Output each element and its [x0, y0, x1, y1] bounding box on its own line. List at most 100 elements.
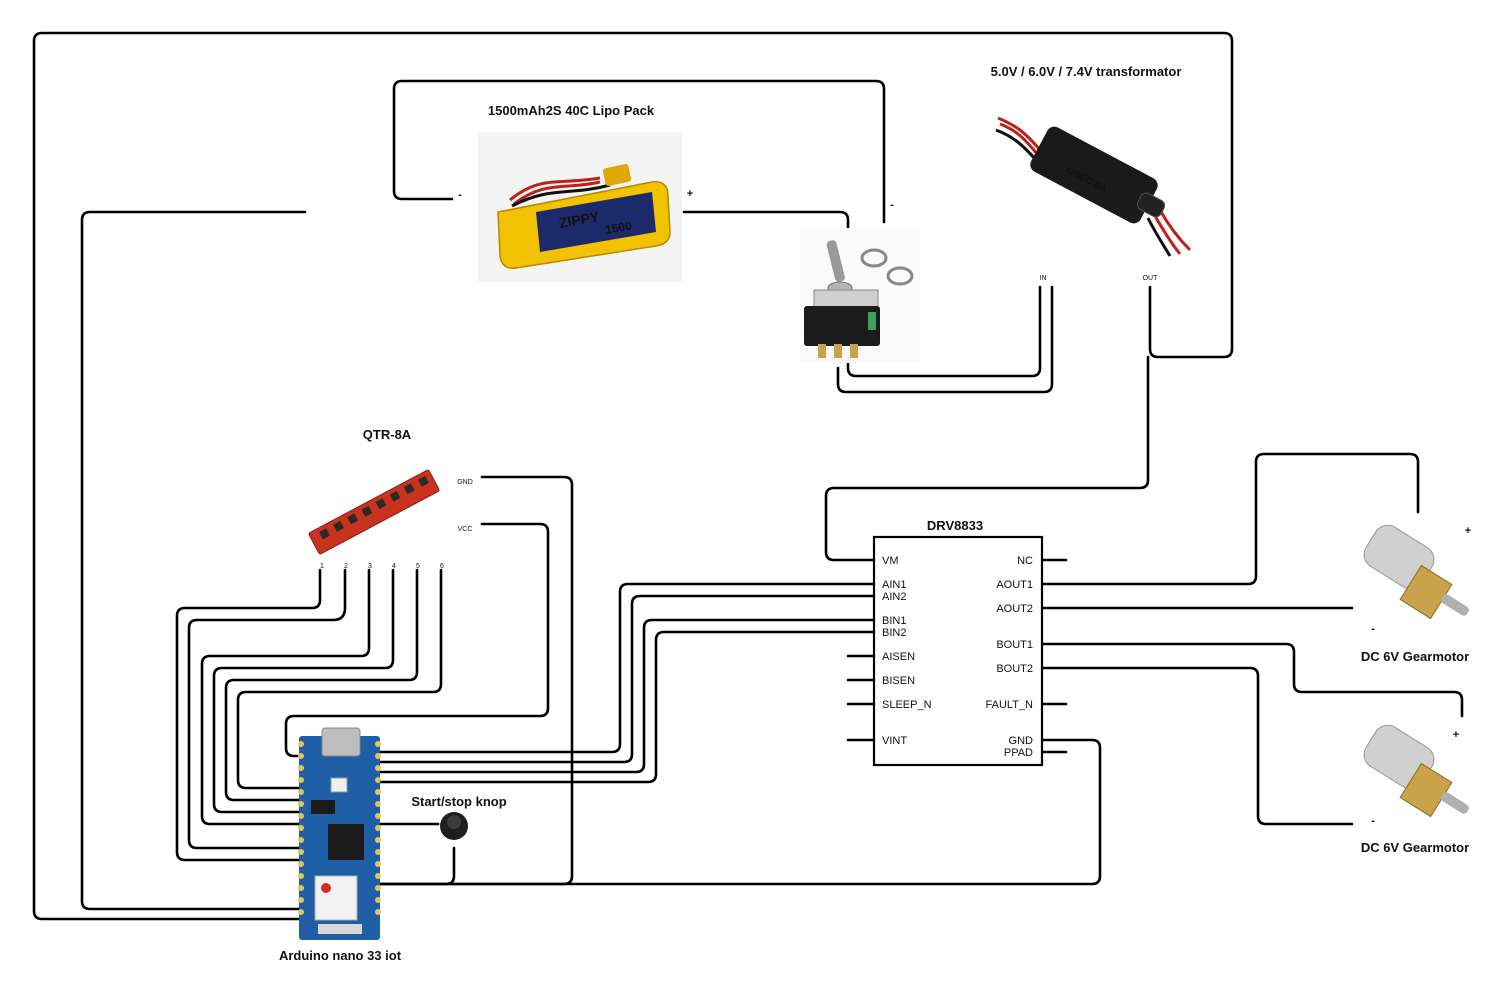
driver-pin-label: BIN2 — [882, 627, 906, 639]
motor2-plus-label: + — [1453, 729, 1459, 741]
gearmotor-1-image — [1363, 524, 1469, 620]
sensor-title: QTR-8A — [363, 427, 412, 442]
transformer-image: UBEC 6A — [995, 116, 1192, 257]
motor2-gearbox — [1399, 762, 1453, 818]
driver-pin-label: AIN2 — [882, 591, 906, 603]
motor1-gearbox — [1399, 564, 1453, 620]
driver-pin-label: BIN1 — [882, 615, 906, 627]
button-title: Start/stop knop — [411, 794, 506, 809]
wire-battery-minus-to-arduino — [80, 210, 307, 911]
wire-sensor-4 — [212, 568, 395, 814]
motor1-plus-label: + — [1465, 525, 1471, 537]
wire-bout2 — [1040, 666, 1354, 826]
ublox-logo — [321, 883, 331, 893]
battery-black-lead — [511, 183, 611, 208]
switch-nut-2 — [886, 266, 914, 286]
switch-terminal-3 — [850, 344, 858, 358]
switch-terminal-2 — [834, 344, 842, 358]
arduino-wifi-module — [314, 875, 358, 921]
driver-left-pins: VM AIN1 AIN2 BIN1 BIN2 AISEN BISEN SLEEP… — [882, 555, 932, 747]
wire-switch-to-in-2 — [836, 285, 1054, 394]
wire-switch-to-in-1 — [846, 285, 1042, 378]
driver-pin-label: AOUT2 — [996, 603, 1033, 615]
driver-pin-label: FAULT_N — [986, 699, 1034, 711]
driver-pin-label: AOUT1 — [996, 579, 1033, 591]
driver-pin-label: BOUT1 — [996, 639, 1033, 651]
ubec-input-leads — [997, 116, 1042, 156]
sensor-pin-label: 1 — [320, 563, 324, 570]
sensor-gnd-label: GND — [457, 479, 473, 486]
driver-pin-label: BOUT2 — [996, 663, 1033, 675]
wire-battery-minus-to-switch — [392, 79, 886, 224]
switch-nut-1 — [860, 248, 888, 268]
transformer-in-label: IN — [1040, 275, 1047, 282]
wire-driver-gnd — [378, 738, 1102, 886]
arduino-title: Arduino nano 33 iot — [279, 948, 402, 963]
drv8833-chip — [872, 535, 1044, 767]
wire-outer-loop — [32, 31, 1234, 921]
sensor-pin-numbers: 1 2 3 4 5 6 — [320, 563, 444, 570]
driver-pin-label: GND — [1009, 735, 1034, 747]
motor1-title: DC 6V Gearmotor — [1361, 649, 1469, 664]
battery-title: 1500mAh2S 40C Lipo Pack — [488, 103, 655, 118]
sensor-vcc-label: VCC — [458, 526, 473, 533]
sensor-emitters — [319, 475, 429, 540]
wire-ain2 — [378, 594, 876, 764]
wire-bin2 — [378, 630, 876, 784]
driver-pin-label: VM — [882, 555, 899, 567]
gearmotor-2-image — [1363, 724, 1469, 818]
arduino-pins-right — [375, 741, 381, 915]
switch-green-tab — [868, 312, 876, 330]
battery-xt60-connector — [602, 164, 632, 186]
switch-terminal-1 — [818, 344, 826, 358]
wire-sensor-1 — [175, 568, 322, 862]
battery-minus-label: - — [458, 189, 462, 201]
wire-battery-plus-to-switch — [682, 210, 850, 240]
driver-pin-label: VINT — [882, 735, 907, 747]
wire-out-to-vm — [824, 355, 1150, 562]
sensor-pin-label: 5 — [416, 563, 420, 570]
switch-lever — [826, 240, 845, 282]
driver-title: DRV8833 — [927, 518, 983, 533]
battery-plus-label: + — [687, 188, 693, 200]
battery-label-band — [536, 192, 656, 252]
toggle-switch-image — [800, 228, 920, 363]
wire-bin1 — [378, 618, 876, 774]
motor2-shaft — [1441, 792, 1469, 814]
arduino-mcu — [328, 824, 364, 860]
sensor-pin-label: 4 — [392, 563, 396, 570]
wire-sensor-3 — [200, 568, 371, 826]
start-stop-button-image[interactable] — [440, 812, 468, 840]
arduino-usb-port — [321, 727, 361, 757]
arduino-small-chip — [311, 800, 335, 814]
driver-pin-label: AIN1 — [882, 579, 906, 591]
sensor-pin-label: 6 — [440, 563, 444, 570]
driver-pin-label: BISEN — [882, 675, 915, 687]
sensor-pin-label: 3 — [368, 563, 372, 570]
wire-sensor-2 — [187, 568, 347, 850]
driver-pin-label: NC — [1017, 555, 1033, 567]
wire-sensor-5 — [224, 568, 419, 802]
battery-capacity: 1500 — [604, 218, 633, 236]
driver-right-pins: NC AOUT1 AOUT2 BOUT1 BOUT2 FAULT_N GND P… — [986, 555, 1034, 759]
wire-aout1 — [1040, 452, 1420, 586]
wire-button-bottom — [378, 846, 456, 886]
ubec-body — [1030, 126, 1158, 224]
arduino-nano-image — [298, 727, 381, 940]
transformer-title: 5.0V / 6.0V / 7.4V transformator — [991, 64, 1182, 79]
wire-sensor-vcc — [284, 522, 550, 758]
driver-pin-label: SLEEP_N — [882, 699, 932, 711]
arduino-pins-left — [298, 741, 304, 915]
battery-brand: ZIPPY — [558, 208, 601, 231]
wire-bout1 — [1040, 642, 1464, 718]
button-cap[interactable] — [447, 815, 461, 829]
ubec-output-black-lead — [1146, 217, 1172, 257]
wire-sensor-6 — [236, 568, 443, 790]
switch-body — [804, 306, 880, 346]
wire-driver-stubs — [846, 558, 1068, 754]
arduino-reset-button — [330, 777, 348, 793]
switch-minus-label: - — [890, 199, 894, 211]
motor2-minus-label: - — [1371, 815, 1375, 827]
ubec-input-black-lead — [995, 128, 1038, 161]
